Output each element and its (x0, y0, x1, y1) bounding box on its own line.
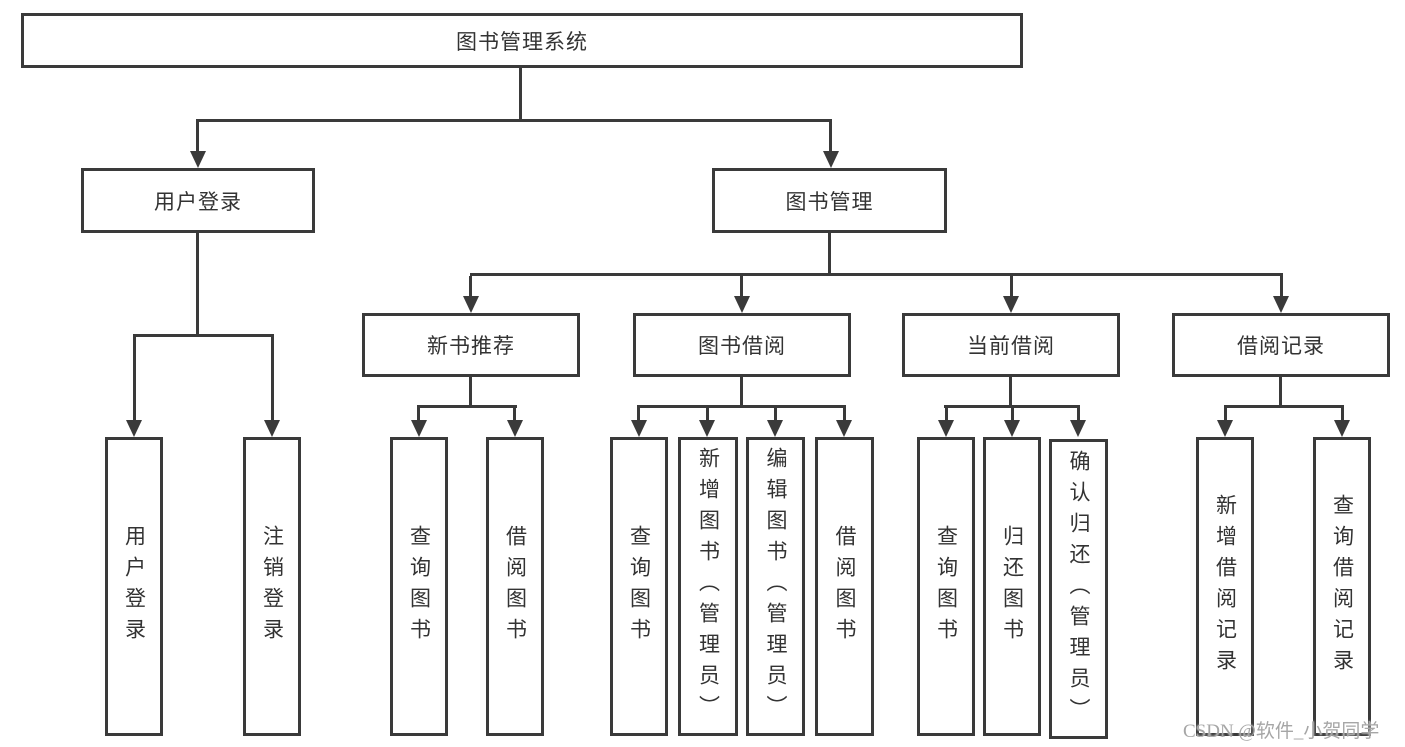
connector-newbook-rail (417, 405, 517, 408)
connector-drop-bw-c0 (637, 408, 640, 423)
arrowhead-login-icon (190, 151, 206, 168)
node-book-mgmt-label: 图书管理 (785, 189, 874, 214)
arrowhead-rc-c1-icon (1334, 420, 1350, 437)
node-user-login: 用户登录 (81, 168, 315, 233)
arrowhead-nb-c1-icon (507, 420, 523, 437)
connector-root-stem (519, 68, 522, 122)
connector-drop-newbook (469, 276, 472, 299)
node-record: 借阅记录 (1172, 313, 1390, 377)
arrowhead-login-c1-icon (264, 420, 280, 437)
connector-login-stem (196, 233, 199, 336)
connector-record-rail (1224, 405, 1344, 408)
node-newbook-label: 新书推荐 (427, 334, 515, 358)
leaf-bw-add-label: 新增图书（管理员） (696, 447, 721, 726)
connector-drop-record (1280, 276, 1283, 299)
leaf-nb-query: 查询图书 (390, 437, 448, 736)
connector-drop-nb-c1 (513, 408, 516, 423)
leaf-cu-confirm: 确认归还（管理员） (1049, 439, 1108, 739)
arrowhead-current-icon (1003, 296, 1019, 313)
node-book-mgmt: 图书管理 (712, 168, 947, 233)
leaf-nb-borrow-label: 借阅图书 (503, 524, 528, 649)
connector-drop-current (1010, 276, 1013, 299)
node-user-login-label: 用户登录 (154, 189, 242, 214)
leaf-nb-query-label: 查询图书 (407, 524, 432, 649)
connector-login-rail (133, 334, 274, 337)
arrowhead-mgmt-icon (823, 151, 839, 168)
arrowhead-cu-c0-icon (938, 420, 954, 437)
leaf-logout: 注销登录 (243, 437, 301, 736)
leaf-nb-borrow: 借阅图书 (486, 437, 544, 736)
connector-current-stem (1009, 377, 1012, 408)
arrowhead-cu-c2-icon (1070, 420, 1086, 437)
connector-drop-mgmt (829, 122, 832, 154)
connector-drop-bw-c1 (706, 408, 709, 423)
leaf-cu-confirm-label: 确认归还（管理员） (1067, 449, 1091, 729)
leaf-cu-query: 查询图书 (917, 437, 975, 736)
csdn-watermark: CSDN @软件_小贺同学 (1183, 721, 1380, 742)
arrowhead-borrow-icon (734, 296, 750, 313)
connector-mgmt-rail (470, 273, 1283, 276)
node-borrow-label: 图书借阅 (698, 334, 786, 358)
arrowhead-record-icon (1273, 296, 1289, 313)
leaf-bw-borrow: 借阅图书 (815, 437, 874, 736)
node-borrow: 图书借阅 (633, 313, 851, 377)
connector-current-rail (944, 405, 1080, 408)
leaf-bw-query: 查询图书 (610, 437, 668, 736)
connector-drop-login-c0 (133, 337, 136, 423)
arrowhead-nb-c0-icon (411, 420, 427, 437)
connector-drop-nb-c0 (417, 408, 420, 423)
leaf-bw-add: 新增图书（管理员） (678, 437, 738, 736)
arrowhead-rc-c0-icon (1217, 420, 1233, 437)
arrowhead-login-c0-icon (126, 420, 142, 437)
node-record-label: 借阅记录 (1237, 334, 1325, 358)
node-current: 当前借阅 (902, 313, 1120, 377)
leaf-bw-edit: 编辑图书（管理员） (746, 437, 805, 736)
leaf-user-login: 用户登录 (105, 437, 163, 736)
connector-drop-borrow (740, 276, 743, 299)
node-current-label: 当前借阅 (967, 334, 1055, 358)
connector-drop-rc-c1 (1341, 408, 1344, 423)
leaf-rc-query: 查询借阅记录 (1313, 437, 1371, 736)
arrowhead-bw-c2-icon (767, 420, 783, 437)
arrowhead-cu-c1-icon (1004, 420, 1020, 437)
connector-drop-cu-c0 (945, 408, 948, 423)
leaf-rc-add: 新增借阅记录 (1196, 437, 1254, 736)
leaf-cu-query-label: 查询图书 (934, 524, 959, 649)
leaf-bw-query-label: 查询图书 (627, 524, 652, 649)
connector-newbook-stem (469, 377, 472, 408)
arrowhead-bw-c3-icon (836, 420, 852, 437)
connector-drop-login-c1 (271, 337, 274, 423)
node-root: 图书管理系统 (21, 13, 1023, 68)
connector-root-rail (196, 119, 832, 122)
connector-drop-cu-c1 (1011, 408, 1014, 423)
leaf-rc-query-label: 查询借阅记录 (1330, 493, 1355, 680)
leaf-user-login-label: 用户登录 (122, 524, 147, 649)
connector-mgmt-stem (828, 233, 831, 275)
leaf-logout-label: 注销登录 (260, 524, 285, 649)
leaf-cu-return-label: 归还图书 (1000, 524, 1025, 649)
connector-drop-bw-c2 (774, 408, 777, 423)
leaf-bw-edit-label: 编辑图书（管理员） (764, 447, 788, 726)
connector-borrow-rail (637, 405, 846, 408)
node-root-label: 图书管理系统 (456, 29, 588, 54)
connector-drop-login (196, 122, 199, 154)
arrowhead-bw-c0-icon (631, 420, 647, 437)
connector-record-stem (1279, 377, 1282, 408)
leaf-cu-return: 归还图书 (983, 437, 1041, 736)
leaf-bw-borrow-label: 借阅图书 (833, 524, 857, 649)
connector-borrow-stem (740, 377, 743, 408)
connector-drop-cu-c2 (1077, 408, 1080, 423)
arrowhead-bw-c1-icon (699, 420, 715, 437)
connector-drop-bw-c3 (843, 408, 846, 423)
node-newbook: 新书推荐 (362, 313, 580, 377)
arrowhead-newbook-icon (463, 296, 479, 313)
connector-drop-rc-c0 (1224, 408, 1227, 423)
leaf-rc-add-label: 新增借阅记录 (1213, 493, 1238, 680)
